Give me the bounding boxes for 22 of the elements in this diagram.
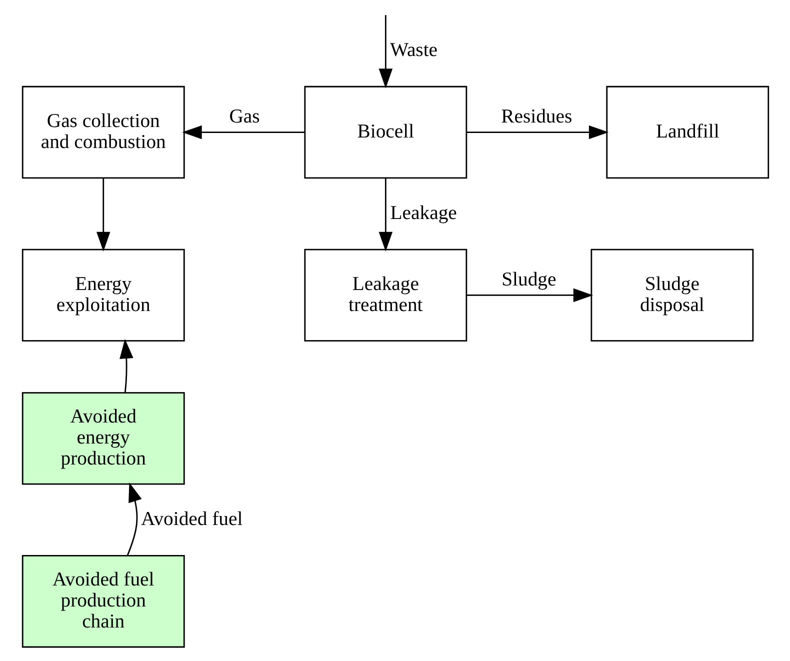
node-box: Avoided energy production [21,392,184,485]
arrow [126,482,142,556]
node-box: Biocell [304,86,467,179]
edge-label: Sludge [501,268,556,291]
arrow [466,288,593,302]
arrow [378,15,392,88]
node-box: Energy exploitation [21,248,184,342]
arrow [466,125,608,140]
arrow [378,178,392,252]
arrow [96,178,110,252]
node-box: Gas collection and combustion [21,86,184,179]
edge-label: Waste [389,39,438,62]
edge-label: Residues [500,106,572,128]
node-box: Leakage treatment [304,248,467,342]
edge-label: Avoided fuel [140,508,242,530]
edge-label: Gas [228,106,260,128]
node-box: Landfill [606,86,769,179]
node-box: Sludge disposal [590,248,754,342]
arrow [119,338,133,392]
edge-label: Leakage [390,202,456,224]
arrow [182,125,304,140]
node-box: Avoided fuel production chain [21,555,184,648]
